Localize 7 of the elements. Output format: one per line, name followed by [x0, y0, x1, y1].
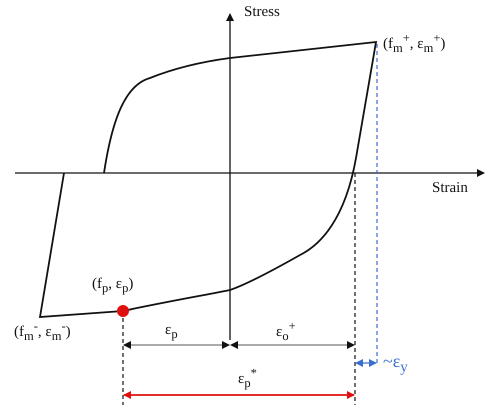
point-label: (f$_{p}$, ε$_{p}$) — [92, 276, 134, 296]
axis-label: Stress — [244, 4, 280, 20]
dimension-label: ε$_{p}$ — [165, 322, 178, 342]
point-label: (f$_{m}$$^{-}$, ε$_{m}$$^{-}$) — [14, 320, 71, 344]
axis-label: Strain — [432, 180, 468, 196]
dimension-label: ~ε$_{y}$ — [383, 352, 408, 376]
point-label: (f$_{m}$$^{+}$, ε$_{m}$$^{+}$) — [383, 32, 446, 56]
